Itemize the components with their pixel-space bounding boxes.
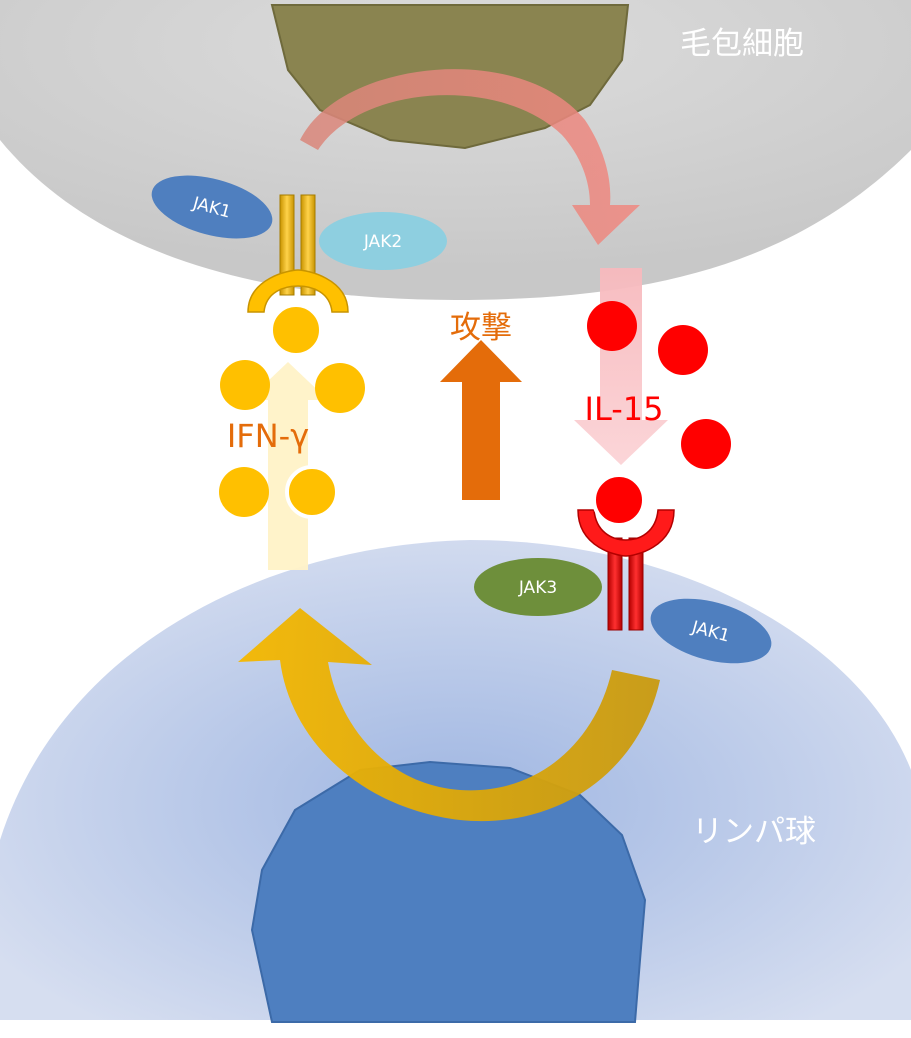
il15-molecule [592,473,646,527]
jak2-kinase: JAK2 [319,212,447,270]
jak1-bottom-kinase: JAK1 [650,598,772,664]
jak2-label: JAK2 [363,232,402,252]
lymphocyte-curved-arrow [238,608,660,822]
il15-molecule [681,419,731,469]
lymphocyte-nucleus [250,760,647,1023]
il15-pathway-arrow [574,268,668,465]
jak1-top-kinase: JAK1 [151,175,273,239]
ifn-gamma-molecule [219,467,269,517]
ifn-gamma-molecules [219,303,365,519]
ifn-gamma-molecule [269,303,323,357]
ifn-gamma-molecule [220,360,270,410]
il15-molecules [587,301,731,527]
ifn-gamma-molecule [285,465,339,519]
jak3-kinase: JAK3 [474,558,602,616]
ifn-gamma-label: IFN-γ [227,417,309,455]
il15-molecule [658,325,708,375]
ifn-gamma-receptor [247,194,349,313]
ifn-gamma-molecule [315,363,365,413]
hair-follicle-cell-label: 毛包細胞 [680,26,804,62]
il15-receptor [577,509,675,631]
lymphocyte-label: リンパ球 [692,814,816,850]
attack-arrow [440,340,522,500]
attack-label: 攻撃 [450,310,512,346]
follicle-curved-arrow [300,69,640,245]
il15-label: IL-15 [585,390,664,428]
il15-molecule [587,301,637,351]
jak3-label: JAK3 [518,578,557,598]
